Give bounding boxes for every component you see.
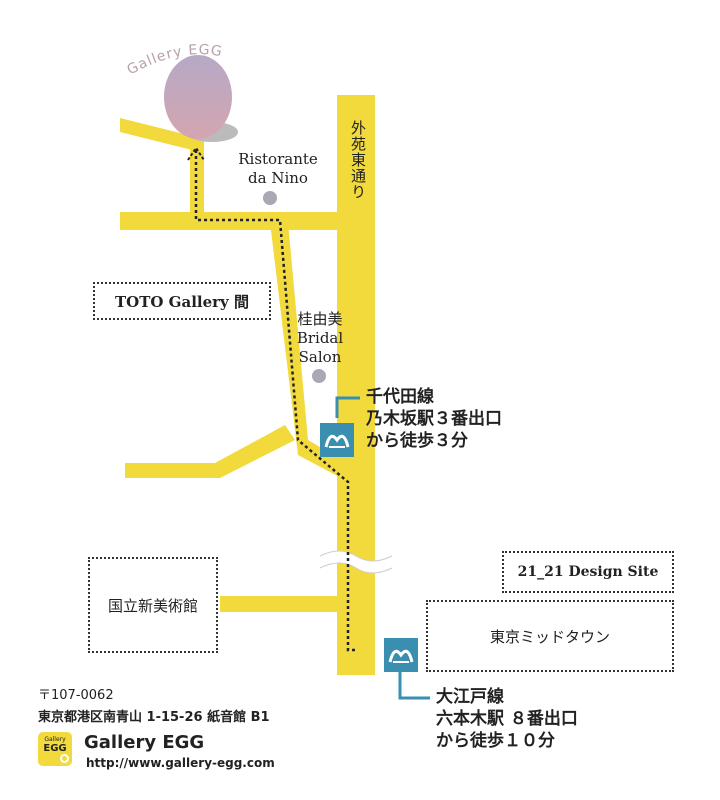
road-egg-connector xyxy=(190,138,204,220)
walking-route xyxy=(187,146,355,652)
landmark-tokyo-midtown: 東京ミッドタウン xyxy=(426,600,674,672)
nogizaka-callout xyxy=(335,396,360,418)
street-name-gaien: 外苑東通り xyxy=(349,120,367,200)
road-upper-left-diagonal xyxy=(120,118,200,152)
ristorante-marker xyxy=(263,191,277,205)
station-roppongi: 大江戸線 六本木駅 ８番出口 から徒歩１０分 xyxy=(436,687,578,751)
landmark-toto-gallery: TOTO Gallery 間 xyxy=(93,282,271,320)
egg-icon xyxy=(164,55,238,142)
station-nogizaka: 千代田線 乃木坂駅３番出口 から徒歩３分 xyxy=(366,387,502,451)
footer-url[interactable]: http://www.gallery-egg.com xyxy=(86,756,275,770)
tokyo-metro-icon xyxy=(384,638,418,672)
label-ristorante: Ristorante da Nino xyxy=(238,150,318,187)
landmark-national-art-center: 国立新美術館 xyxy=(88,557,218,653)
road-gaien-higashi xyxy=(337,95,375,675)
road-break xyxy=(319,550,393,574)
label-bridal-salon: 桂由美 Bridal Salon xyxy=(296,310,344,366)
bridal-marker xyxy=(312,369,326,383)
footer-brand: Gallery EGG xyxy=(84,732,205,753)
gallery-egg-logo: Gallery EGG xyxy=(38,732,72,766)
road-lower-left xyxy=(125,425,295,478)
road-to-nact xyxy=(220,596,338,612)
landmark-21-21-design-site: 21_21 Design Site xyxy=(502,551,674,593)
road-diagonal-to-gaien xyxy=(270,222,345,480)
roads xyxy=(120,95,375,675)
postal-code: 〒107-0062 xyxy=(38,688,114,703)
roppongi-callout xyxy=(398,672,430,700)
address: 東京都港区南青山 1-15-26 紙音館 B1 xyxy=(38,710,270,725)
logo-egg-ring xyxy=(60,754,69,763)
tokyo-metro-icon xyxy=(320,423,354,457)
